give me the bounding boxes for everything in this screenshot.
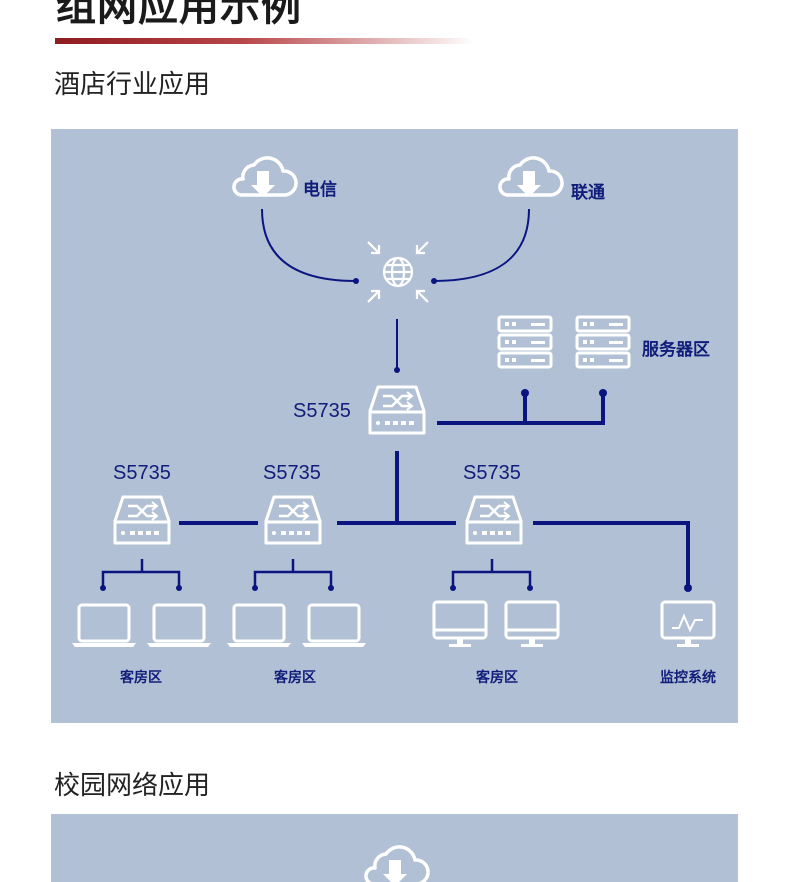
section-title-hotel: 酒店行业应用 bbox=[54, 70, 211, 100]
page-heading: 组网应用示例 bbox=[56, 0, 302, 30]
link-access-to-monitoring bbox=[533, 521, 690, 588]
isp-unicom-label: 联通 bbox=[571, 183, 605, 203]
heading-accent-bar bbox=[55, 38, 475, 44]
laptop-icon bbox=[225, 603, 293, 649]
core-switch-label: S5735 bbox=[293, 400, 351, 422]
access-switch-icon bbox=[113, 495, 171, 545]
laptop-icon bbox=[145, 603, 213, 649]
core-switch-icon bbox=[368, 385, 426, 435]
server-zone-label: 服务器区 bbox=[642, 340, 710, 360]
cloud-download-icon bbox=[232, 156, 298, 199]
access-switch-icon bbox=[264, 495, 322, 545]
cloud-download-icon bbox=[364, 845, 430, 882]
diagram-canvas bbox=[364, 845, 430, 882]
access-switch-label: S5735 bbox=[113, 462, 171, 484]
campus-network-diagram bbox=[51, 814, 738, 882]
access-switch-label: S5735 bbox=[263, 462, 321, 484]
cloud-download-icon bbox=[498, 156, 564, 199]
laptop-icon bbox=[70, 603, 138, 649]
surveillance-monitor-icon bbox=[660, 600, 716, 647]
section-title-campus: 校园网络应用 bbox=[54, 771, 211, 801]
access-switch-label: S5735 bbox=[463, 462, 521, 484]
desktop-monitor-icon bbox=[432, 600, 488, 649]
globe-icon bbox=[367, 241, 429, 303]
diagram-canvas bbox=[70, 156, 716, 649]
guest-room-zone-label: 客房区 bbox=[120, 670, 162, 686]
monitoring-system-label: 监控系统 bbox=[660, 670, 716, 686]
isp-telecom-label: 电信 bbox=[303, 180, 337, 200]
desktop-monitor-icon bbox=[504, 600, 560, 649]
link-unicom-to-internet bbox=[433, 208, 530, 282]
server-icon bbox=[575, 315, 631, 369]
server-icon bbox=[497, 315, 553, 369]
laptop-icon bbox=[300, 603, 368, 649]
guest-room-zone-label: 客房区 bbox=[476, 670, 518, 686]
guest-room-zone-label: 客房区 bbox=[274, 670, 316, 686]
hotel-network-diagram: 电信 联通 服务器区 S5735 S5735 S5735 S5735 客房区 客… bbox=[51, 129, 738, 723]
access-switch-icon bbox=[465, 495, 523, 545]
link-core-to-servers bbox=[437, 393, 605, 425]
link-telecom-to-internet bbox=[261, 208, 357, 282]
